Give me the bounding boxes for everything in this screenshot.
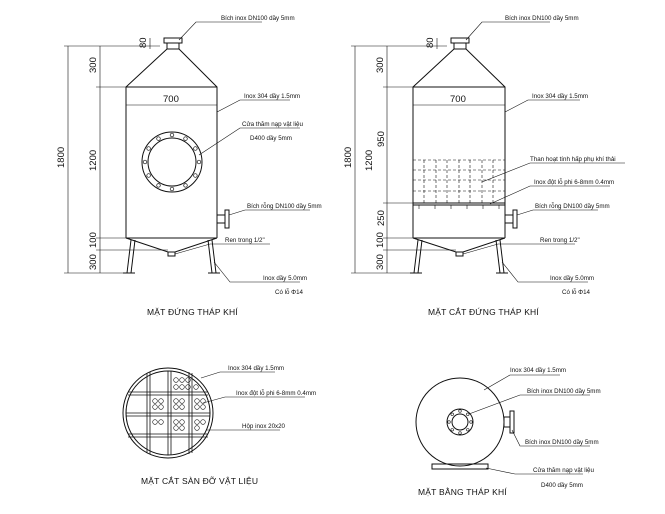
dim-100: 100	[88, 232, 99, 248]
label-legs: Inox dầy 5.0mm	[263, 275, 307, 282]
manhole-inner	[147, 137, 197, 187]
dim-300-top: 300	[375, 57, 386, 73]
label-manhole-1: Cửa thăm nạp vật liệu	[533, 467, 594, 474]
section-view: 700 1800 300 1200 950 250 100 300 80 Bíc…	[343, 15, 625, 317]
label-frame: Hộp inox 20x20	[242, 423, 286, 430]
floor-outer-ring	[122, 367, 214, 459]
side-flange	[224, 209, 230, 229]
label-carbon: Than hoạt tính hấp phụ khí thải	[530, 156, 616, 163]
dim-700: 700	[163, 94, 179, 105]
label-legs: Inox dầy 5.0mm	[550, 275, 594, 282]
label-flange-top: Bích inox DN100 dầy 5mm	[505, 15, 579, 22]
plan-manhole	[431, 463, 489, 470]
dim-300-bottom: 300	[375, 254, 386, 270]
dim-700: 700	[450, 94, 466, 105]
manhole-bolts	[142, 132, 202, 192]
top-pipe	[453, 42, 467, 50]
shell-right	[178, 48, 218, 238]
dim-1800: 1800	[343, 147, 354, 168]
label-flange-side: Bích inox DN100 dầy 5mm	[525, 439, 599, 446]
title-support-floor: MẶT CẮT SÀN ĐỠ VẬT LIỆU	[141, 476, 258, 486]
perforation-holes	[152, 377, 206, 431]
leg-right	[495, 239, 501, 274]
label-flange-side: Bích rỗng DN100 dầy 5mm	[535, 203, 610, 210]
dim-1200: 1200	[88, 150, 99, 171]
plan-side-flange	[509, 410, 515, 434]
dim-950: 950	[376, 131, 387, 147]
label-manhole-1: Cửa thăm nạp vật liệu	[242, 121, 303, 128]
label-drain: Ren trong 1/2"	[540, 237, 580, 244]
leg-left	[413, 239, 419, 274]
label-plate: Inox đột lỗ phi 6-8mm 0.4mm	[534, 179, 614, 186]
label-shell: Inox 304 dầy 1.5mm	[244, 93, 300, 100]
box-frame	[126, 371, 210, 455]
plan-view: Inox 304 dầy 1.5mm Bích inox DN100 dầy 5…	[415, 367, 601, 497]
dim-100: 100	[375, 232, 386, 248]
shell-left	[125, 48, 168, 238]
top-pipe	[166, 42, 180, 50]
top-flange	[450, 37, 470, 44]
drain-fitting	[455, 251, 464, 257]
label-shell: Inox 304 dầy 1.5mm	[510, 367, 566, 374]
dim-1800: 1800	[56, 147, 67, 168]
dim-250: 250	[376, 210, 387, 226]
dim-300-top: 300	[88, 57, 99, 73]
plan-side-pipe	[503, 416, 511, 428]
top-flange	[163, 37, 183, 44]
shell-left	[412, 48, 455, 238]
label-flange-top: Bích inox DN100 dầy 5mm	[527, 388, 601, 395]
dim-80: 80	[138, 37, 149, 48]
label-manhole-2: D400 dầy 5mm	[250, 135, 292, 142]
title-section: MẶT CẮT ĐỨNG THÁP KHÍ	[428, 307, 539, 317]
label-manhole-2: D400 dầy 5mm	[541, 482, 583, 489]
label-holes: Có lỗ Φ14	[275, 289, 304, 296]
label-drain: Ren trong 1/2"	[225, 237, 265, 244]
label-shell: Inox 304 dầy 1.5mm	[532, 93, 588, 100]
plan-flange-outer	[446, 408, 474, 436]
label-flange-top: Bích inox DN100 dầy 5mm	[221, 15, 295, 22]
side-pipe	[216, 214, 226, 224]
carbon-bed	[412, 159, 506, 204]
leg-left	[126, 239, 132, 274]
title-elevation: MẶT ĐỨNG THÁP KHÍ	[147, 307, 238, 317]
label-plate: Inox đột lỗ phi 6-8mm 0.4mm	[236, 390, 316, 397]
side-flange	[512, 209, 518, 229]
plan-outer-shell	[415, 377, 505, 467]
label-holes: Có lỗ Φ14	[562, 289, 591, 296]
perforated-plate	[413, 202, 505, 209]
side-pipe	[504, 214, 514, 224]
leg-right	[207, 239, 213, 274]
plan-flange-inner	[451, 413, 469, 431]
drain-fitting	[167, 251, 176, 257]
label-shell: Inox 304 dầy 1.5mm	[228, 365, 284, 372]
label-flange-side: Bích rỗng DN100 dầy 5mm	[247, 203, 322, 210]
dim-1200: 1200	[364, 150, 375, 171]
dim-80: 80	[425, 37, 436, 48]
dim-300-bottom: 300	[88, 254, 99, 270]
elevation-view: 700 1800 300 1200 100 300 80 Bích inox D…	[56, 15, 322, 317]
manhole-outer	[141, 131, 203, 193]
shell-right	[465, 48, 506, 238]
support-floor-section: Inox 304 dầy 1.5mm Inox đột lỗ phi 6-8mm…	[122, 365, 316, 486]
plan-flange-bolts	[447, 409, 473, 435]
title-plan: MẶT BẰNG THÁP KHÍ	[418, 487, 507, 497]
